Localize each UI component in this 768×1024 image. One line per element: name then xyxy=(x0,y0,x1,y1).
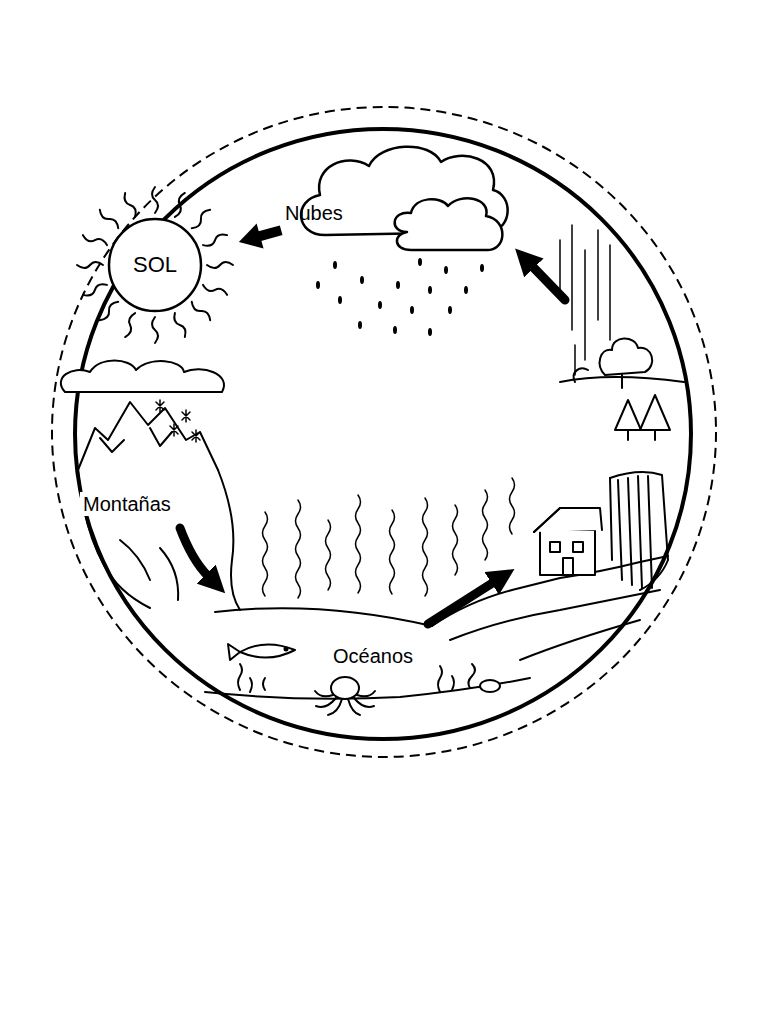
cloud-outline xyxy=(285,140,515,255)
evaporation-lines xyxy=(263,478,515,598)
seabed xyxy=(205,678,530,699)
cycle-arrow xyxy=(428,582,494,624)
mountains xyxy=(78,402,240,610)
seaweed xyxy=(238,664,500,692)
cut-line xyxy=(52,107,716,757)
trees xyxy=(560,338,684,440)
node-label: SOL xyxy=(133,252,177,278)
ocean-surface xyxy=(215,608,432,626)
node-label: Nubes xyxy=(285,201,343,225)
house xyxy=(534,508,602,575)
octopus xyxy=(315,677,375,715)
arrow-head xyxy=(239,224,264,249)
fish xyxy=(228,644,295,660)
cycle-arrow xyxy=(239,224,281,249)
rain-drops xyxy=(316,258,484,336)
sun-node: SOL xyxy=(75,185,235,345)
snow-cloud xyxy=(61,361,224,393)
cycle-circle xyxy=(75,129,691,739)
cloud-node: Nubes xyxy=(285,140,515,255)
cycle-arrow xyxy=(532,266,565,300)
waterfall xyxy=(610,472,668,590)
place-label: Montañas xyxy=(80,492,174,516)
cycle-arrow xyxy=(180,528,208,576)
place-label: Océanos xyxy=(330,644,416,668)
